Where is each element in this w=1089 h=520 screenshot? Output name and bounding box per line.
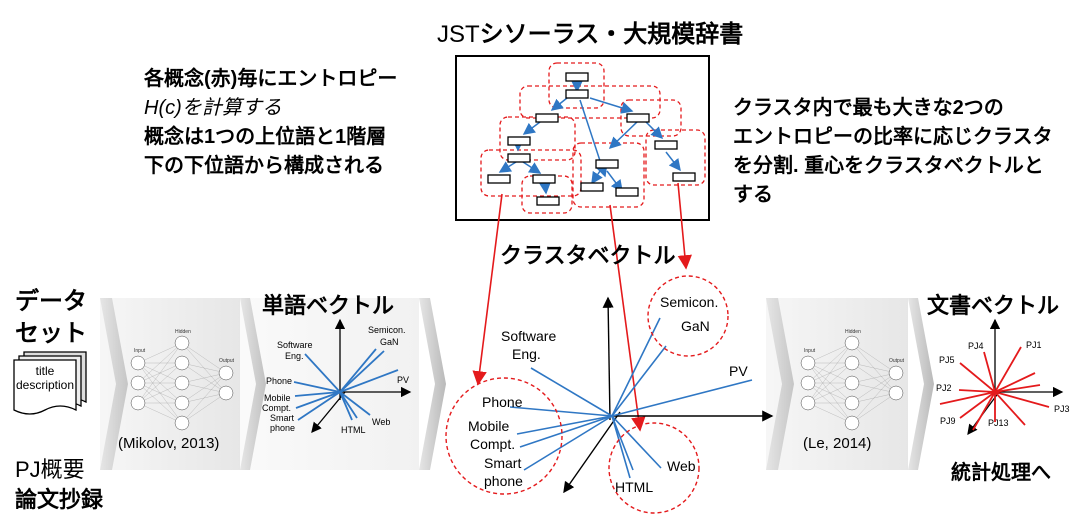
document-stack-icon bbox=[13, 351, 87, 415]
svg-text:Output: Output bbox=[219, 358, 235, 364]
wv-label: Smart bbox=[270, 413, 295, 423]
cs-label: GaN bbox=[681, 318, 710, 334]
wv-label: Eng. bbox=[285, 351, 304, 361]
neural-net-1 bbox=[130, 335, 234, 431]
wv-label: Compt. bbox=[262, 403, 292, 413]
center-vector-space bbox=[445, 275, 774, 514]
document-vector-space bbox=[939, 318, 1064, 436]
svg-text:Hidden: Hidden bbox=[175, 329, 191, 335]
left-note-line3: 概念は1つの上位語と1階層 bbox=[144, 126, 387, 148]
citation-le: (Le, 2014) bbox=[803, 435, 872, 452]
page-title: JSTシソーラス・大規模辞書 bbox=[437, 14, 743, 49]
doc-vector-title: 文書ベクトル bbox=[927, 293, 1060, 318]
pj-label: PJ9 bbox=[940, 416, 956, 426]
process-chevrons bbox=[100, 298, 934, 470]
wv-label: Mobile bbox=[264, 393, 291, 403]
dataset-label: データ セット bbox=[15, 286, 87, 350]
pj-label: PJ13 bbox=[988, 418, 1009, 428]
left-note-line4: 下の下位語から構成される bbox=[144, 155, 384, 177]
cs-label: Smart bbox=[484, 455, 522, 471]
title-prefix: JST bbox=[437, 21, 480, 48]
wv-label: Software bbox=[277, 340, 313, 350]
thesaurus-box bbox=[455, 55, 710, 221]
left-note-line1: 各概念(赤)毎にエントロピー bbox=[144, 68, 398, 90]
wv-label: Web bbox=[372, 417, 391, 427]
cs-label: PV bbox=[729, 363, 748, 379]
right-note-line2: エントロピーの比率に応じクラスタ bbox=[733, 126, 1053, 148]
wv-label: GaN bbox=[380, 337, 399, 347]
cs-label: Semicon. bbox=[660, 294, 719, 310]
title-rest: シソーラス・大規模辞書 bbox=[479, 21, 744, 48]
pj-label: PJ5 bbox=[939, 355, 955, 365]
svg-text:Input: Input bbox=[134, 348, 146, 354]
svg-text:Output: Output bbox=[889, 358, 905, 364]
cs-label: HTML bbox=[615, 479, 654, 495]
source-pj: PJ概要 bbox=[15, 457, 85, 482]
pj-label: PJ2 bbox=[936, 383, 952, 393]
cs-label: Mobile bbox=[468, 418, 510, 434]
word-vector-title: 単語ベクトル bbox=[262, 293, 395, 318]
cs-label: Phone bbox=[482, 394, 523, 410]
wv-label: phone bbox=[270, 423, 296, 433]
cluster-vector-label: クラスタベクトル bbox=[500, 243, 676, 268]
wv-label: HTML bbox=[341, 425, 366, 435]
citation-mikolov: (Mikolov, 2013) bbox=[118, 435, 220, 452]
cs-label: Web bbox=[667, 458, 696, 474]
word-vector-space bbox=[293, 318, 412, 434]
doc-title-text: title bbox=[35, 364, 55, 378]
doc-description-text: description bbox=[15, 378, 75, 392]
left-note-line2: H(c)を計算する bbox=[144, 97, 282, 119]
wv-label: Phone bbox=[266, 376, 293, 386]
wv-label: Semicon. bbox=[368, 325, 406, 335]
svg-text:Input: Input bbox=[804, 348, 816, 354]
pj-label: PJ3 bbox=[1054, 404, 1070, 414]
dataset-label-2: セット bbox=[15, 320, 87, 347]
chevron-5 bbox=[908, 298, 934, 470]
cs-label: phone bbox=[484, 473, 523, 489]
statistics-label: 統計処理へ bbox=[951, 462, 1051, 484]
svg-text:Hidden: Hidden bbox=[845, 329, 861, 335]
right-note: クラスタ内で最も大きな2つの エントロピーの比率に応じクラスタ を分割. 重心を… bbox=[733, 94, 1053, 210]
wv-label: PV bbox=[397, 375, 410, 385]
right-note-line3: を分割. 重心をクラスタベクトルと bbox=[733, 155, 1044, 177]
cs-label: Compt. bbox=[470, 436, 516, 452]
cluster-arrows bbox=[472, 182, 692, 432]
chevron-3 bbox=[419, 298, 446, 470]
source-papers: 論文抄録 bbox=[15, 487, 104, 512]
right-note-line1: クラスタ内で最も大きな2つの bbox=[733, 97, 1004, 119]
right-note-line4: する bbox=[733, 184, 773, 206]
dataset-sources: PJ概要 論文抄録 bbox=[15, 455, 103, 515]
pj-label: PJ4 bbox=[968, 341, 984, 351]
document-text: title description bbox=[14, 364, 76, 392]
neural-net-2 bbox=[800, 335, 904, 431]
pj-label: PJ1 bbox=[1026, 340, 1042, 350]
dataset-label-1: データ bbox=[15, 288, 87, 315]
cs-label: Eng. bbox=[512, 346, 541, 362]
cs-label: Software bbox=[501, 328, 557, 344]
left-note: 各概念(赤)毎にエントロピー H(c)を計算する 概念は1つの上位語と1階層 下… bbox=[144, 65, 397, 181]
